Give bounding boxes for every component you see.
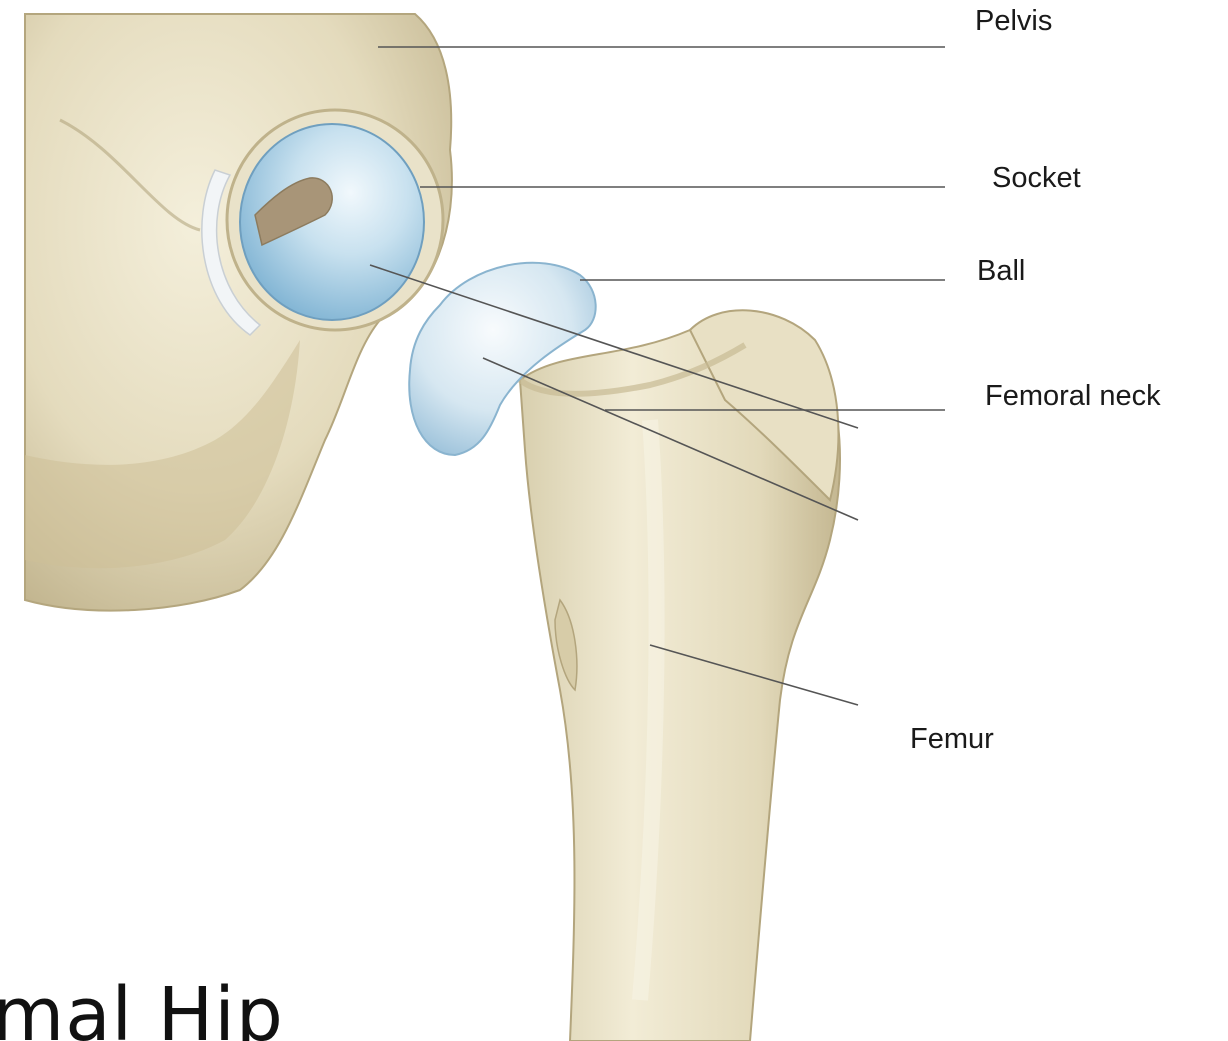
ball-label: Ball	[977, 257, 1025, 286]
femur-label: Femur	[910, 725, 994, 754]
pelvis-label: Pelvis	[975, 7, 1052, 36]
socket-label: Socket	[992, 164, 1081, 193]
femoral-neck-label: Femoral neck	[985, 382, 1161, 411]
femur-bone	[520, 310, 840, 1041]
